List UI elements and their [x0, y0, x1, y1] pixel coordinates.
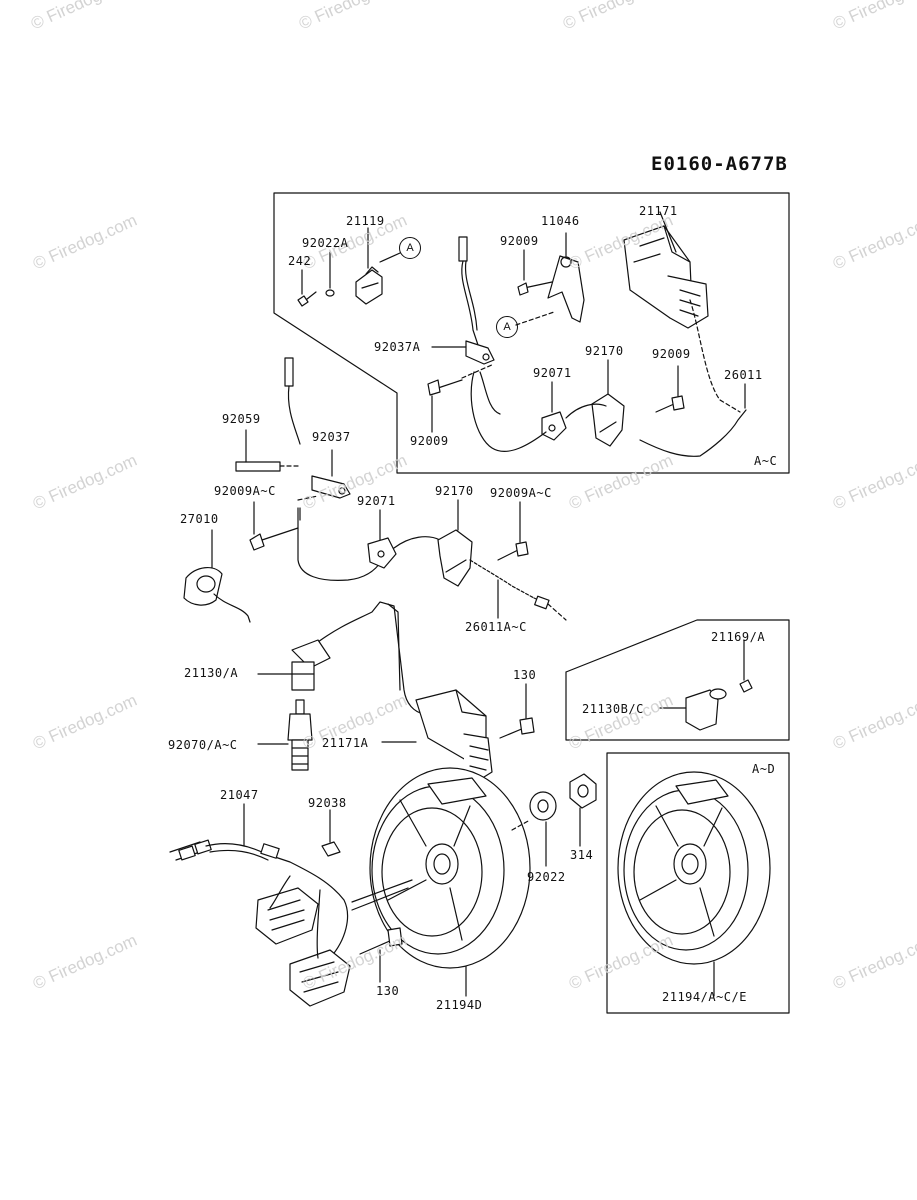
- callout-a: A: [399, 237, 421, 259]
- part-label-21171a: 21171A: [322, 736, 369, 750]
- part-label-130: 130: [513, 668, 537, 682]
- part-label-92037: 92037: [312, 430, 351, 444]
- bolt-130-top: [499, 717, 535, 739]
- part-label-21130a: 21130/A: [184, 666, 239, 680]
- key-92038: [321, 841, 341, 857]
- charge-coil-21047: [169, 839, 351, 1007]
- part-label-92009: 92009: [500, 234, 539, 248]
- part-label-92009: 92009: [652, 347, 691, 361]
- bolt-130-bottom: [359, 927, 403, 955]
- spark-cap-inset-frame: [565, 619, 790, 741]
- stop-switch-27010: [183, 567, 251, 623]
- part-label-92038: 92038: [308, 796, 347, 810]
- flywheel-21194ace: [617, 771, 771, 965]
- part-label-92009: 92009: [410, 434, 449, 448]
- part-label-11046: 11046: [541, 214, 580, 228]
- bolt-92009-inset-left: [427, 379, 463, 396]
- lower-right-inset-tag: A~D: [752, 762, 776, 776]
- wire-26011: [639, 409, 747, 457]
- ignition-coil-21171: [623, 225, 709, 329]
- part-label-130: 130: [376, 984, 400, 998]
- part-label-21171: 21171: [639, 204, 678, 218]
- bolt-92009ac-left: [249, 527, 299, 551]
- part-label-92059: 92059: [222, 412, 261, 426]
- washer-92022a: [325, 289, 335, 297]
- plug-cap-21130bc: [685, 688, 727, 731]
- part-label-21194d: 21194D: [436, 998, 483, 1012]
- part-label-92071: 92071: [533, 366, 572, 380]
- part-label-27010: 27010: [180, 512, 219, 526]
- nut-314: [569, 773, 597, 809]
- clip-21169a: [739, 679, 753, 693]
- bolt-92009-inset-right: [655, 395, 685, 413]
- part-label-21130bc: 21130B/C: [582, 702, 644, 716]
- part-label-21169a: 21169/A: [711, 630, 766, 644]
- bolt-242: [297, 291, 317, 307]
- upper-inset-frame: [273, 192, 790, 474]
- part-label-92070ac: 92070/A~C: [168, 738, 238, 752]
- terminal-92037a: [465, 340, 495, 365]
- bracket-11046: [547, 255, 585, 323]
- stop-switch-wire: [458, 236, 479, 346]
- wire-terminal-92059: [284, 357, 294, 387]
- spark-plug-92070: [287, 699, 313, 771]
- part-label-92170: 92170: [435, 484, 474, 498]
- bracket-92170: [437, 529, 473, 587]
- clip-92071-inset: [541, 411, 567, 441]
- plug-cap-21130a: [291, 639, 331, 691]
- clamp-21119: [355, 266, 383, 305]
- part-label-92009ac: 92009A~C: [214, 484, 276, 498]
- part-label-21119: 21119: [346, 214, 385, 228]
- bracket-92170-inset: [591, 393, 625, 447]
- part-label-92022: 92022: [527, 870, 566, 884]
- part-label-26011ac: 26011A~C: [465, 620, 527, 634]
- ignition-coil-21171a: [415, 689, 493, 783]
- part-label-21047: 21047: [220, 788, 259, 802]
- high-tension-lead: [317, 601, 425, 715]
- upper-inset-tag: A~C: [754, 454, 778, 468]
- part-label-92071: 92071: [357, 494, 396, 508]
- part-label-314: 314: [570, 848, 594, 862]
- tube-92059: [235, 461, 281, 472]
- washer-92022: [529, 791, 557, 821]
- part-label-92009ac: 92009A~C: [490, 486, 552, 500]
- part-label-92037a: 92037A: [374, 340, 421, 354]
- part-label-92022a: 92022A: [302, 236, 349, 250]
- part-label-26011: 26011: [724, 368, 763, 382]
- diagram-code: E0160-A677B: [651, 153, 788, 175]
- bolt-92009-top: [517, 281, 553, 296]
- bolt-92009ac-right: [497, 541, 529, 561]
- clip-92071: [367, 537, 397, 569]
- part-label-242: 242: [288, 254, 312, 268]
- callout-a: A: [496, 316, 518, 338]
- part-label-92170: 92170: [585, 344, 624, 358]
- flywheel-inset-frame: [606, 752, 790, 1014]
- wire-26011ac: [469, 559, 535, 599]
- flywheel-21194d: [369, 767, 531, 969]
- terminal-92037: [311, 475, 351, 499]
- part-label-21194ace: 21194/A~C/E: [662, 990, 747, 1004]
